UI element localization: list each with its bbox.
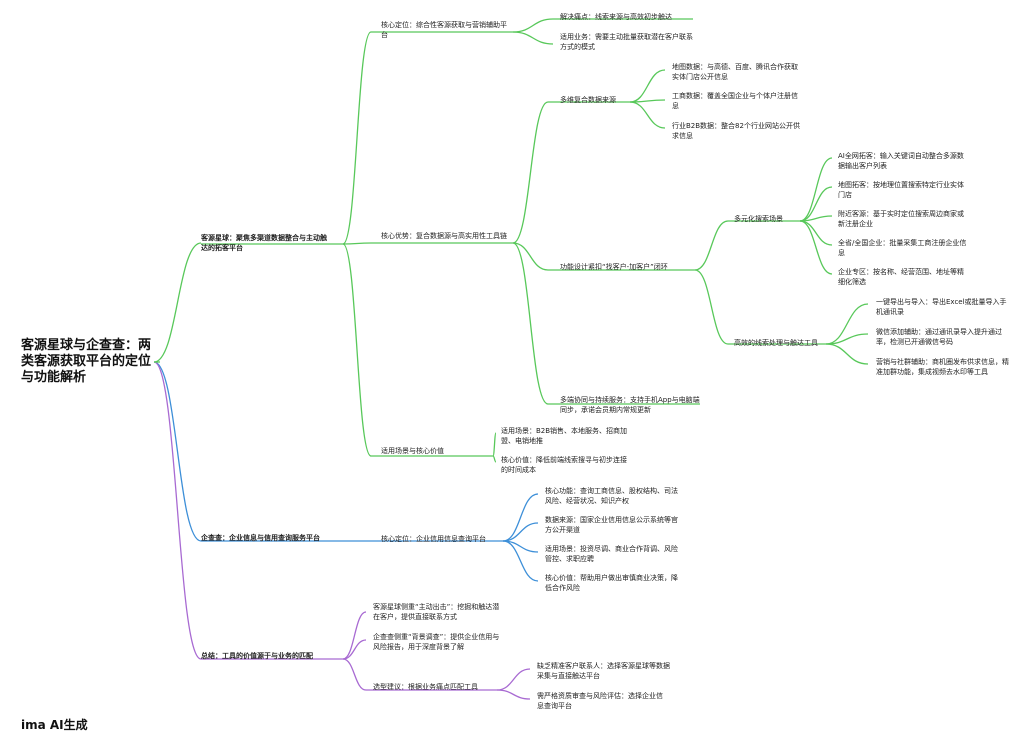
connector-line: [502, 493, 539, 542]
node-qcc-sources: 数据来源：国家企业信用信息公示系统等官方公开渠道: [545, 516, 678, 534]
connector-line: [694, 220, 729, 271]
node-data-sources: 多维复合数据来源: [560, 96, 616, 104]
connector-line: [342, 242, 372, 245]
connector-line: [512, 242, 549, 271]
node-scenarios-value: 适用场景与核心价值: [381, 447, 444, 455]
connector-line: [799, 220, 833, 246]
node-business-data: 工商数据：覆盖全国企业与个体户注册信息: [672, 92, 798, 110]
connector-line: [512, 101, 549, 244]
node-enterprise-zone: 企业专区：按名称、经营范围、地址等精细化筛选: [838, 268, 964, 286]
node-export-import: 一键导出与导入：导出Excel或批量导入手机通讯录: [876, 298, 1007, 316]
connector-line: [342, 658, 367, 691]
node-nearby-search: 附近客源：基于实时定位搜索周边商家或新注册企业: [838, 210, 964, 228]
node-qcc-scenarios: 适用场景：投资尽调、商业合作背调、风险管控、求职应聘: [545, 545, 678, 563]
root-to-branch-line: [153, 361, 202, 542]
node-ai-search: AI全网拓客：输入关键词自动整合多源数据输出客户列表: [838, 152, 964, 170]
node-wechat-assist: 微信添加辅助：通过通讯录导入提升通过率，检测已开通微信号码: [876, 328, 1002, 346]
node-search-scenarios: 多元化搜索场景: [734, 215, 783, 223]
node-core-value: 核心价值：降低前端线索搜寻与初步连接的时间成本: [501, 456, 627, 474]
node-qcc-position: 核心定位：企业信用信息查询平台: [381, 535, 486, 543]
footer-watermark: ima AI生成: [21, 718, 88, 732]
node-closed-loop: 功能设计紧扣“找客户-加客户”闭环: [560, 263, 668, 271]
node-map-data: 地图数据：与高德、百度、腾讯合作获取实体门店公开信息: [672, 63, 798, 81]
node-qcc-functions: 核心功能：查询工商信息、股权结构、司法风险、经营状况、知识产权: [545, 487, 678, 505]
connector-line: [342, 31, 372, 245]
node-qcc-value: 核心价值：帮助用户做出审慎商业决策，降低合作风险: [545, 574, 678, 592]
connector-line: [496, 689, 531, 700]
node-kyxq-focus: 客源星球侧重“主动出击”：挖掘和触达潜在客户，提供直接联系方式: [373, 603, 500, 621]
node-marketing-assist: 营销与社群辅助：商机圈发布供求信息，精准加群功能，集成视频去水印等工具: [876, 358, 1009, 376]
connector-line: [502, 540, 539, 582]
connector-line: [512, 18, 554, 33]
connector-line: [694, 269, 729, 345]
node-pain-point: 解决痛点：线索来源与高效初步触达: [560, 13, 672, 21]
node-multi-device: 多端协同与持续服务：支持手机App与电脑端同步，承诺会员期内常规更新: [560, 396, 700, 414]
root-to-branch-line: [153, 242, 202, 363]
connector-line: [492, 432, 497, 457]
connector-line: [799, 186, 833, 222]
connector-line: [342, 243, 372, 457]
connector-line: [512, 31, 554, 45]
node-advice-qcc: 需严格资质审查与风险评估：选择企业信息查询平台: [537, 692, 663, 710]
node-core-advantage: 核心优势：复合数据源与高实用性工具链: [381, 232, 507, 240]
node-lead-tools: 高效的线索处理与触达工具: [734, 339, 818, 347]
root-topic: 客源星球与企查查：两类客源获取平台的定位与功能解析: [21, 338, 152, 385]
branch-summary: 总结：工具的价值源于与业务的匹配: [201, 652, 313, 660]
connector-line: [502, 522, 539, 542]
connector-line: [629, 69, 666, 103]
node-b2b-data: 行业B2B数据：整合82个行业网站公开供求信息: [672, 122, 800, 140]
node-map-search: 地图拓客：按地理位置搜索特定行业实体门店: [838, 181, 964, 199]
node-applicable-scenarios: 适用场景：B2B销售、本地服务、招商加盟、电销地推: [501, 427, 628, 445]
branch-kyxq: 客源星球：聚焦多渠道数据整合与主动触达的拓客平台: [201, 234, 327, 252]
node-province-search: 全省/全国企业：批量采集工商注册企业信息: [838, 239, 967, 257]
connector-line: [496, 668, 531, 691]
connector-line: [629, 101, 666, 129]
connector-line: [825, 333, 869, 345]
connector-line: [492, 455, 497, 463]
connector-line: [825, 303, 869, 345]
node-target-business: 适用业务：需要主动批量获取潜在客户联系方式的模式: [560, 33, 693, 51]
root-to-branch-line: [153, 361, 202, 660]
node-core-position: 核心定位：综合性客源获取与营销辅助平台: [381, 21, 507, 39]
node-selection-advice: 选型建议：根据业务痛点匹配工具: [373, 683, 478, 691]
connector-line: [799, 220, 833, 275]
connector-line: [342, 611, 367, 660]
connector-line: [342, 639, 367, 660]
node-advice-kyxq: 缺乏精准客户联系人：选择客源星球等数据采集与直接触达平台: [537, 662, 670, 680]
connector-line: [512, 242, 549, 405]
connector-line: [799, 157, 833, 222]
connector-line: [825, 343, 869, 365]
branch-qcc: 企查查：企业信息与信用查询服务平台: [201, 534, 320, 542]
node-qcc-focus: 企查查侧重“背景调查”：提供企业信用与风险报告，用于深度背景了解: [373, 633, 500, 651]
